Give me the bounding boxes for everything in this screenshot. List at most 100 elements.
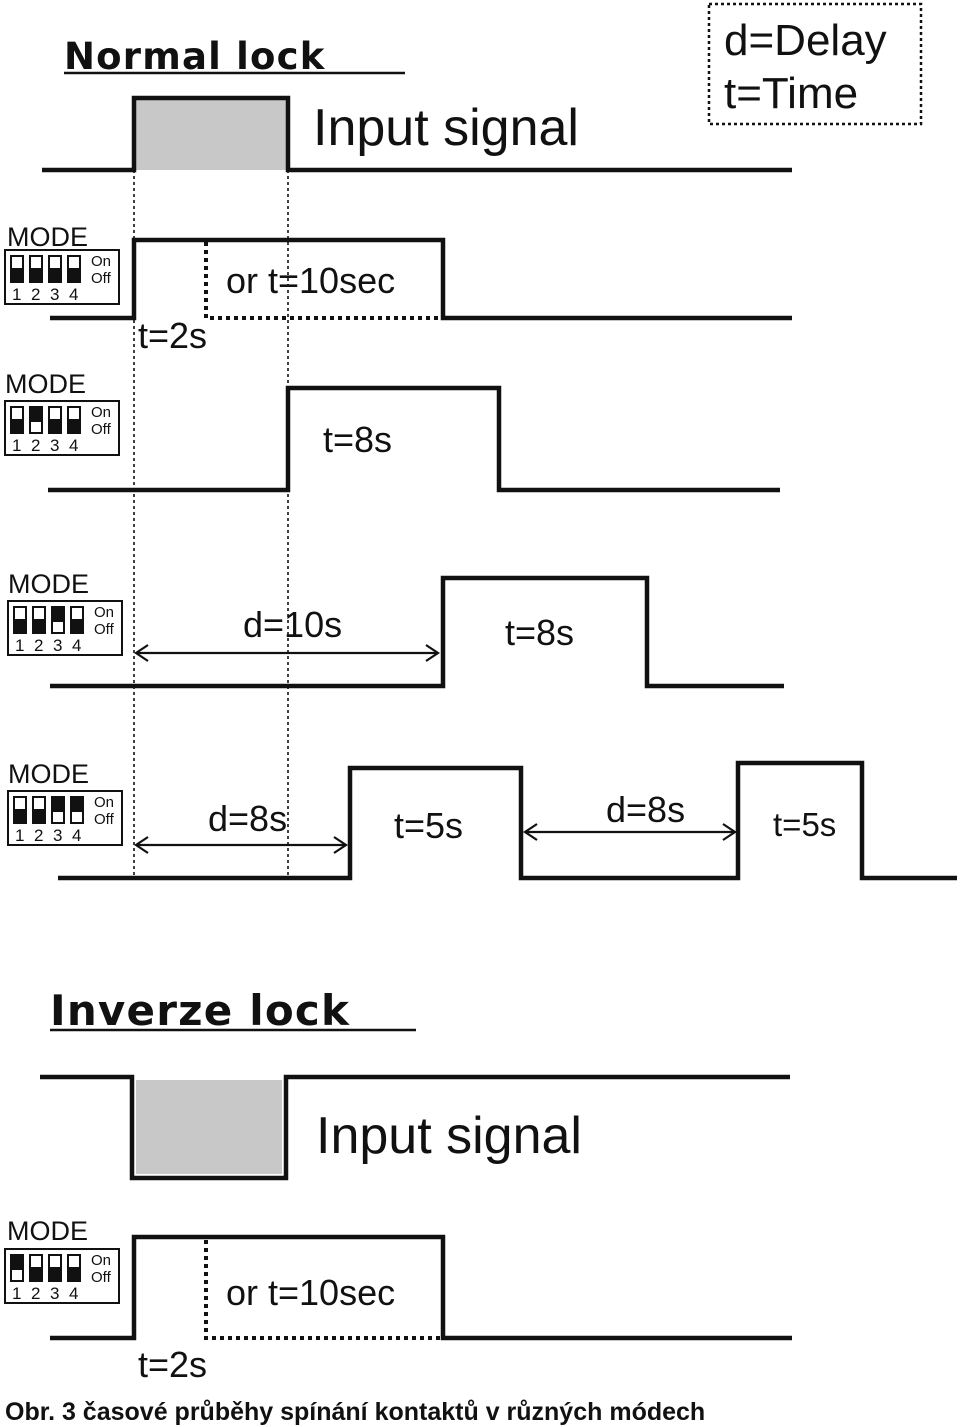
- input-signal-fill: [136, 1080, 282, 1174]
- dip-lever: [53, 798, 63, 812]
- legend-time: t=Time: [724, 69, 858, 118]
- dip-lever: [12, 1256, 22, 1270]
- dip-on-label: On: [91, 1252, 111, 1269]
- input-signal-fill: [136, 98, 286, 170]
- alt-duration-outline: [204, 1240, 440, 1340]
- dip-number: 3: [53, 826, 62, 845]
- time-label: t=8s: [505, 612, 574, 653]
- dip-number: 4: [72, 636, 81, 655]
- dip-number: 2: [31, 1284, 40, 1303]
- dip-lever: [31, 1267, 41, 1281]
- inverse-lock-heading: Inverze lock: [50, 986, 350, 1035]
- input-signal-waveform: [42, 95, 792, 173]
- time-label: t=2s: [138, 1344, 207, 1385]
- alt-time-label: or t=10sec: [226, 260, 395, 301]
- mode-label: MODE: [7, 1216, 88, 1246]
- time-label: t=2s: [138, 315, 207, 356]
- dip-lever: [31, 408, 41, 422]
- input-signal-label: Input signal: [316, 1107, 582, 1165]
- alt-duration-outline: [204, 242, 440, 320]
- dip-lever: [15, 809, 25, 823]
- dip-lever: [53, 608, 63, 622]
- mode-label: MODE: [7, 222, 88, 252]
- dip-lever: [12, 268, 22, 282]
- dip-on-label: On: [91, 253, 111, 270]
- output-waveform: [48, 385, 780, 493]
- dip-off-label: Off: [91, 270, 112, 287]
- input-signal-waveform: [40, 1074, 790, 1181]
- legend-delay: d=Delay: [724, 16, 887, 65]
- output-waveform: [50, 1234, 792, 1341]
- dip-number: 4: [72, 826, 81, 845]
- delay-label: d=10s: [243, 604, 342, 645]
- dip-number: 3: [50, 436, 59, 455]
- dip-on-label: On: [91, 404, 111, 421]
- legend: d=Delay t=Time: [707, 2, 923, 126]
- alt-time-label: or t=10sec: [226, 1272, 395, 1313]
- dip-lever: [50, 1267, 60, 1281]
- dip-number: 1: [15, 636, 24, 655]
- dip-number: 1: [12, 436, 21, 455]
- dip-on-label: On: [94, 794, 114, 811]
- time-label-2: t=5s: [773, 806, 836, 843]
- dip-off-label: Off: [91, 421, 112, 438]
- time-label-1: t=5s: [394, 805, 463, 846]
- dip-off-label: Off: [94, 811, 115, 828]
- dip-lever: [31, 268, 41, 282]
- dip-number: 4: [69, 1284, 78, 1303]
- dip-lever: [50, 419, 60, 433]
- delay-arrow: [134, 644, 440, 662]
- delay-arrow-2: [523, 823, 737, 841]
- dip-number: 1: [12, 1284, 21, 1303]
- dip-number: 4: [69, 285, 78, 304]
- dip-number: 3: [53, 636, 62, 655]
- output-waveform: [58, 760, 957, 881]
- delay-label-2: d=8s: [606, 789, 685, 830]
- dip-lever: [12, 419, 22, 433]
- dip-off-label: Off: [94, 621, 115, 638]
- dip-number: 3: [50, 285, 59, 304]
- dip-number: 2: [31, 436, 40, 455]
- figure-caption: Obr. 3 časové průběhy spínání kontaktů v…: [5, 1398, 705, 1426]
- dip-lever: [72, 798, 82, 812]
- dip-number: 2: [34, 826, 43, 845]
- dip-lever: [72, 619, 82, 633]
- dip-number: 1: [12, 285, 21, 304]
- dip-off-label: Off: [91, 1269, 112, 1286]
- dip-number: 1: [15, 826, 24, 845]
- dip-number: 3: [50, 1284, 59, 1303]
- normal-lock-heading: Normal lock: [64, 35, 326, 78]
- delay-arrow-1: [134, 836, 348, 854]
- dip-lever: [69, 419, 79, 433]
- mode-label: MODE: [8, 569, 89, 599]
- mode-label: MODE: [5, 369, 86, 399]
- dip-lever: [34, 619, 44, 633]
- dip-lever: [50, 268, 60, 282]
- dip-lever: [69, 268, 79, 282]
- dip-number: 2: [31, 285, 40, 304]
- dip-number: 4: [69, 436, 78, 455]
- input-signal-label: Input signal: [313, 99, 579, 157]
- dip-number: 2: [34, 636, 43, 655]
- legend-box: [707, 2, 923, 126]
- mode-label: MODE: [8, 759, 89, 789]
- output-waveform: [50, 237, 792, 321]
- delay-label-1: d=8s: [208, 798, 287, 839]
- time-label: t=8s: [323, 419, 392, 460]
- dip-lever: [15, 619, 25, 633]
- dip-lever: [69, 1267, 79, 1281]
- output-waveform: [50, 575, 784, 689]
